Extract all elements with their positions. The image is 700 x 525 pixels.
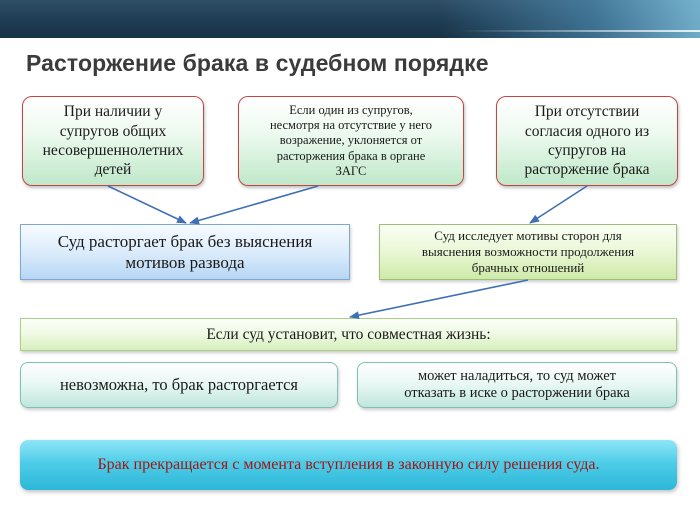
condition-line: ЗАГС: [335, 163, 367, 178]
condition-line: расторжение брака: [524, 161, 650, 179]
result-can-improve: может наладиться, то суд может отказать …: [357, 362, 677, 408]
footer-note-banner: Брак прекращается с момента вступления в…: [20, 440, 677, 490]
result-line: может наладиться, то суд может: [417, 367, 616, 384]
condition-line: супругов общих: [59, 122, 167, 140]
result-impossible: невозможна, то брак расторгается: [20, 362, 338, 408]
outcome-divorce-without-motives: Суд расторгает брак без выяснения мотиво…: [20, 224, 350, 280]
condition-line: супругов на: [547, 142, 627, 159]
cohabitation-condition-bar: Если суд установит, что совместная жизнь…: [20, 318, 677, 351]
outcome-court-examines-motives: Суд исследует мотивы сторон для выяснени…: [379, 224, 677, 280]
header-accent-line: [460, 30, 700, 32]
condition-no-consent: При отсутствии согласия одного из супруг…: [496, 96, 678, 186]
condition-spouse-evades: Если один из супругов, несмотря на отсут…: [238, 96, 464, 186]
arrow-evades-to-no-motives: [189, 185, 319, 225]
outcome-line: мотивов развода: [125, 253, 245, 272]
outcome-line: Суд исследует мотивы сторон для: [434, 227, 622, 243]
header-band: [0, 0, 700, 38]
condition-line: согласия одного из: [524, 122, 650, 140]
condition-line: возражение, уклоняется от: [279, 133, 423, 148]
condition-line: Если один из супругов,: [289, 102, 413, 117]
condition-line: При отсутствии: [534, 103, 640, 121]
condition-line: несовершеннолетних: [42, 142, 184, 159]
footer-note-text: Брак прекращается с момента вступления в…: [97, 456, 600, 473]
outcome-line: выяснения возможности продолжения: [421, 243, 635, 259]
outcome-line: Суд расторгает брак без выяснения: [57, 231, 313, 251]
outcome-line: брачных отношений: [471, 260, 585, 276]
condition-line: несмотря на отсутствие у него: [269, 118, 433, 133]
result-impossible-text: невозможна, то брак расторгается: [59, 375, 299, 394]
condition-line: детей: [94, 161, 132, 179]
condition-common-children: При наличии у супругов общих несовершенн…: [22, 96, 204, 186]
arrow-no-consent-to-examines: [529, 185, 588, 224]
result-line: отказать в иске о расторжении брака: [404, 385, 630, 401]
page-title: Расторжение брака в судебном порядке: [26, 50, 489, 76]
arrow-examines-to-condition: [349, 279, 529, 320]
condition-line: расторжения брака в органе: [276, 148, 426, 163]
arrow-children-to-no-motives: [107, 185, 187, 224]
condition-question-text: Если суд установит, что совместная жизнь…: [206, 325, 491, 343]
condition-line: При наличии у: [63, 103, 163, 121]
